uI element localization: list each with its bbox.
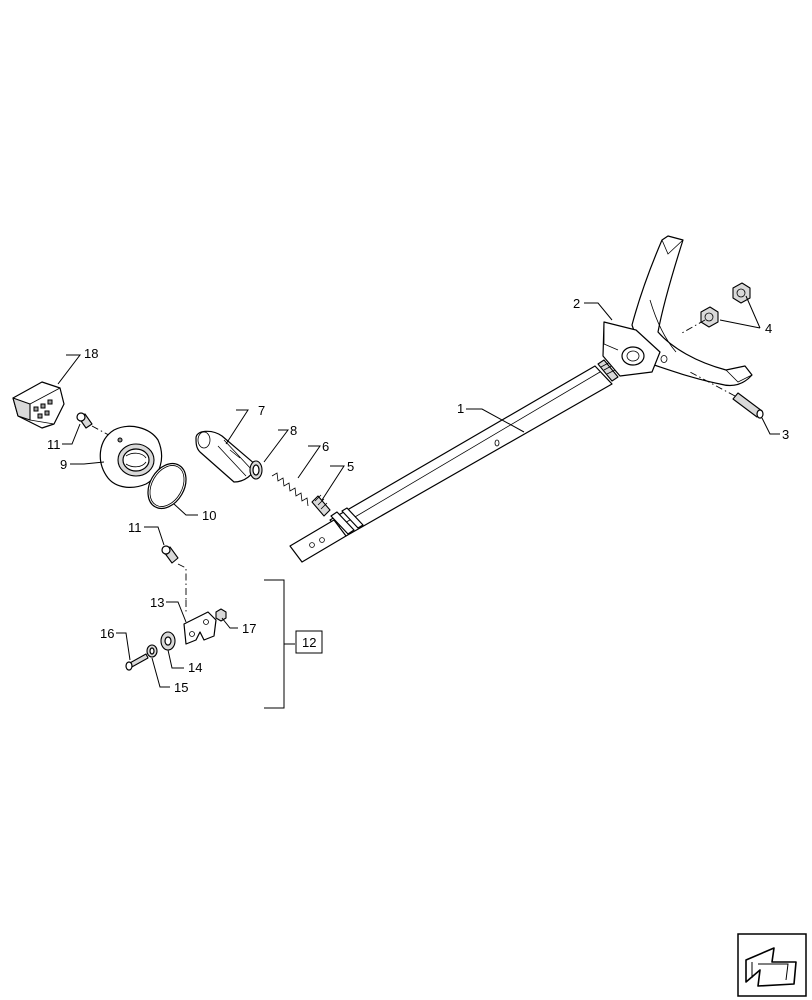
lock-washer <box>146 644 158 658</box>
callout-1: 1 <box>457 401 464 416</box>
callout-11b: 11 <box>128 520 142 535</box>
callout-13: 13 <box>150 595 164 610</box>
cover-plate <box>99 425 163 488</box>
nut-upper <box>732 282 751 304</box>
callout-3: 3 <box>782 427 789 442</box>
threaded-plug <box>311 494 331 517</box>
flat-washer <box>160 631 176 651</box>
screw-upper <box>76 412 93 429</box>
callout-8: 8 <box>290 423 297 438</box>
bolt <box>125 653 149 671</box>
position-sensor <box>12 381 65 429</box>
screw-lower <box>161 545 179 564</box>
nut-lower <box>700 306 719 328</box>
shift-rail <box>289 359 619 563</box>
plunger-o-ring <box>249 460 263 480</box>
callout-7: 7 <box>258 403 265 418</box>
callout-9: 9 <box>60 457 67 472</box>
callout-15: 15 <box>174 680 188 695</box>
callout-18: 18 <box>84 346 98 361</box>
callout-6: 6 <box>322 439 329 454</box>
callout-11a: 11 <box>47 437 61 452</box>
callouts: 1 2 3 4 5 6 7 8 9 10 11 11 12 13 14 15 1… <box>47 296 789 695</box>
callout-12: 12 <box>302 635 316 650</box>
kit-bracket <box>264 579 323 709</box>
callout-5: 5 <box>347 459 354 474</box>
callout-14: 14 <box>188 660 202 675</box>
callout-17: 17 <box>242 621 256 636</box>
leader-lines <box>57 295 780 688</box>
sensor-bracket <box>183 611 217 645</box>
shift-fork <box>602 235 753 387</box>
roll-pin <box>732 392 764 419</box>
cover-o-ring <box>147 462 187 510</box>
detent-spring <box>271 472 309 507</box>
arrow-back-icon[interactable] <box>737 933 807 997</box>
callout-2: 2 <box>573 296 580 311</box>
callout-10: 10 <box>202 508 216 523</box>
bracket-nut <box>215 608 227 622</box>
callout-4: 4 <box>765 321 772 336</box>
detent-plunger <box>195 430 257 483</box>
callout-16: 16 <box>100 626 114 641</box>
